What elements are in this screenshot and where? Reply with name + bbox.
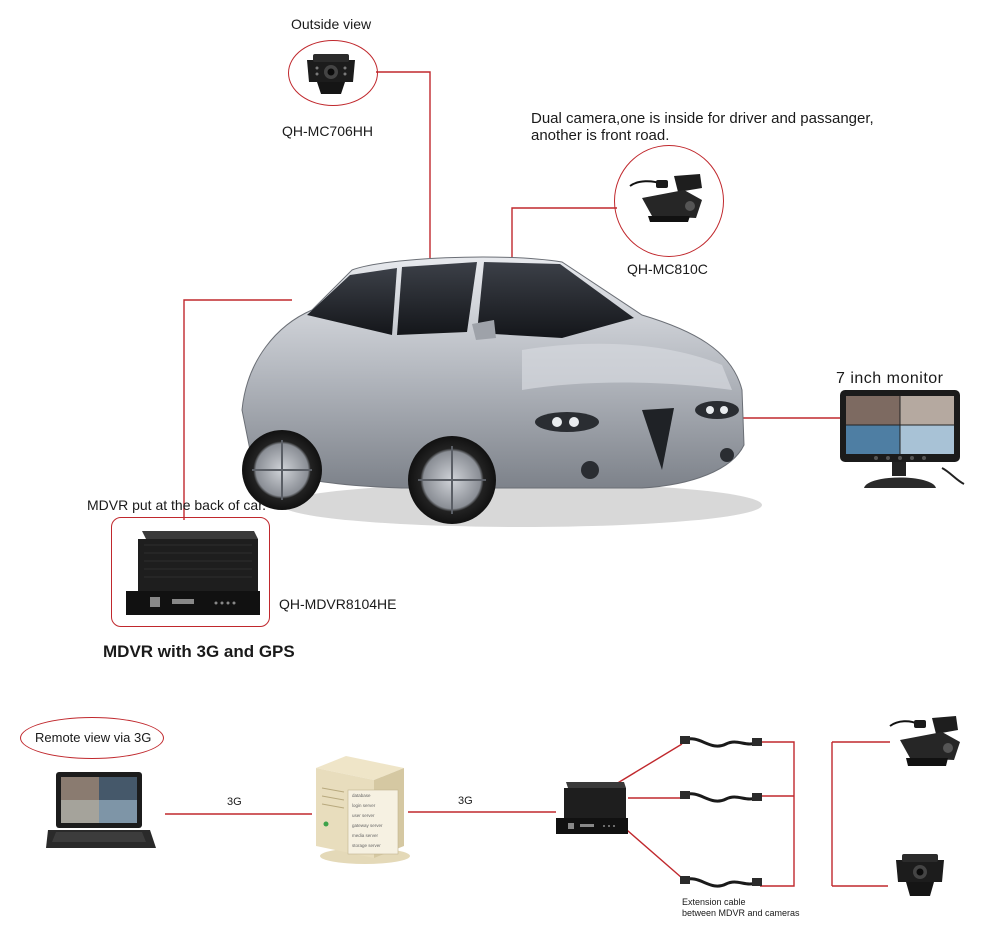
outside-camera-outline — [288, 40, 378, 106]
dual-camera-caption-line1: Dual camera,one is inside for driver and… — [531, 110, 874, 127]
bullet-camera-icon — [307, 54, 355, 94]
bullet-camera-small-icon — [896, 854, 944, 896]
mdvr-unit-small-icon — [556, 782, 628, 834]
server-panel-item: user server — [352, 813, 375, 818]
remote-view-label: Remote view via 3G — [35, 730, 152, 745]
server-icon — [316, 756, 410, 864]
link-label-server-mdvr: 3G — [458, 795, 473, 807]
server-panel: database login server user server gatewa… — [350, 793, 396, 859]
remote-view-outline — [20, 717, 164, 759]
mdvr-unit-icon — [126, 531, 260, 615]
mdvr-model-label: QH-MDVR8104HE — [279, 596, 397, 612]
server-panel-item: media server — [352, 833, 379, 838]
server-panel-item: storage server — [352, 843, 381, 848]
car-illustration — [241, 256, 762, 527]
dual-camera-icon — [629, 174, 702, 222]
extension-cable-caption-line2: between MDVR and cameras — [682, 908, 800, 918]
dual-camera-outline — [614, 145, 724, 257]
dual-camera-small-icon — [889, 716, 960, 766]
server-panel-item: database — [352, 793, 371, 798]
mdvr-headline: MDVR with 3G and GPS — [103, 642, 295, 661]
dual-camera-caption-line2: another is front road. — [531, 127, 670, 144]
cable-icon — [680, 736, 762, 748]
server-panel-item: login server — [352, 803, 376, 808]
dual-camera-model: QH-MC810C — [627, 261, 708, 277]
outside-camera-model: QH-MC706HH — [282, 123, 374, 139]
extension-cable-caption-line1: Extension cable — [682, 897, 746, 907]
cable-icon — [680, 791, 762, 803]
mdvr-outline — [111, 517, 270, 627]
link-label-laptop-server: 3G — [227, 796, 242, 808]
monitor-title: 7 inch monitor — [836, 370, 944, 387]
server-panel-item: gateway server — [352, 823, 383, 828]
mdvr-location-label: MDVR put at the back of car. — [87, 497, 266, 513]
cable-icon — [680, 876, 762, 888]
laptop-icon — [46, 772, 156, 848]
outside-view-label: Outside view — [291, 16, 372, 32]
monitor-icon — [840, 390, 965, 488]
